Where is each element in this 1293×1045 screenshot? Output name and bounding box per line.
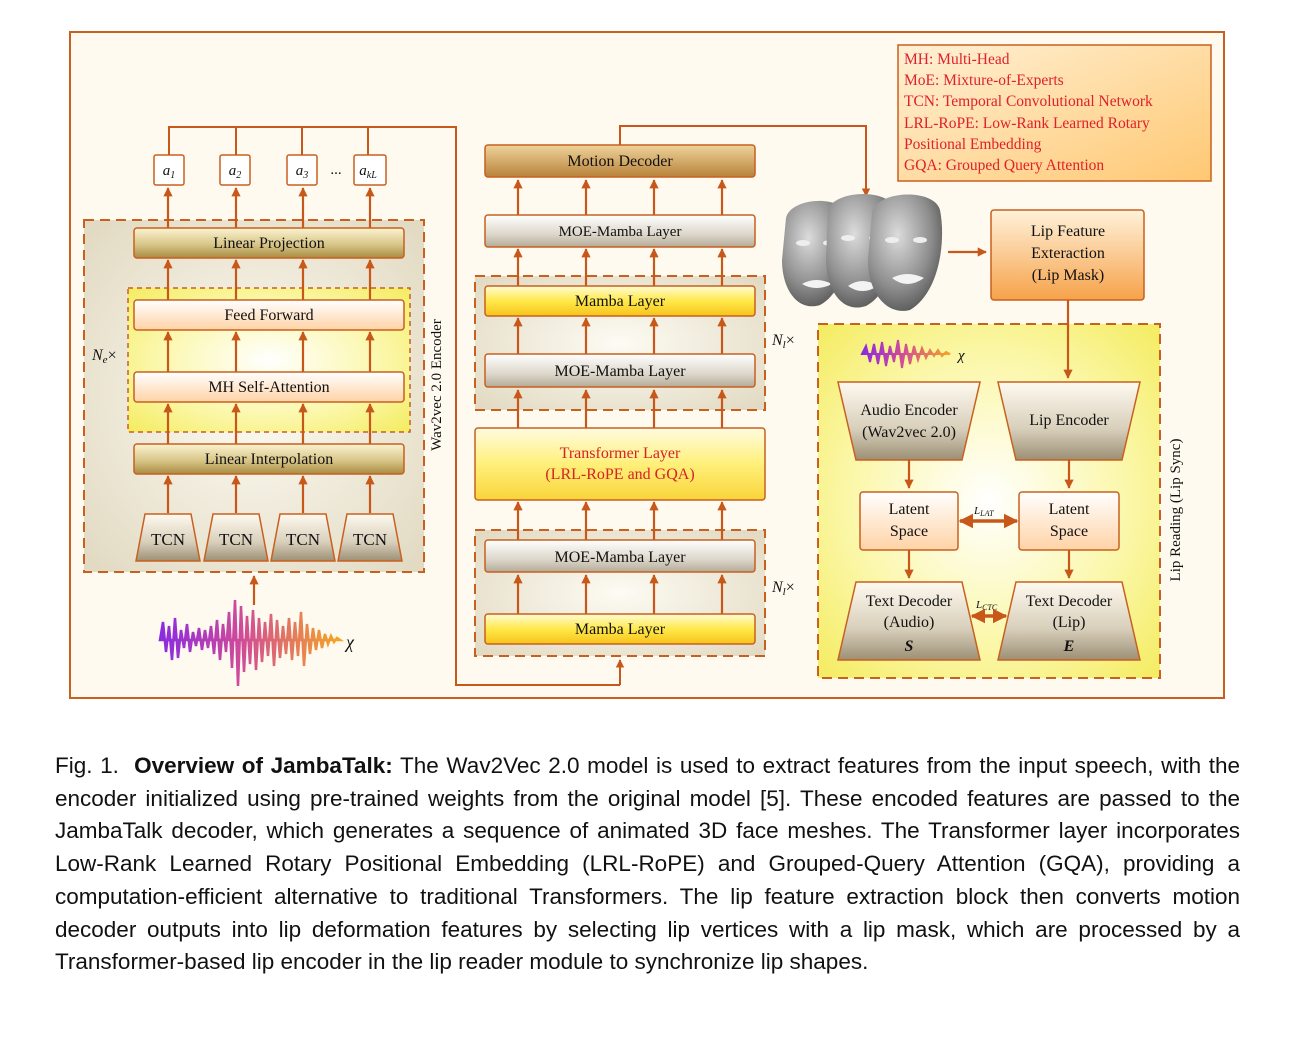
- decoder-repeat-upper: Nl×: [771, 332, 795, 351]
- text-decoder-lip: [997, 581, 1141, 661]
- tcn-row: TCN TCN TCN TCN: [135, 513, 403, 562]
- latent-space-audio: [859, 491, 959, 551]
- wav2vec-encoder: Linear Projection Feed Forward MH Self-A…: [83, 154, 445, 687]
- output-token: a3: [296, 163, 309, 181]
- figure-caption: Fig. 1. Overview of JambaTalk: The Wav2V…: [55, 750, 1240, 979]
- text-decoder-lip-line1: Text Decoder: [1026, 593, 1113, 610]
- legend-item: LRL-RoPE: Low-Rank Learned Rotary: [904, 115, 1150, 132]
- moe-mamba-top-block: [484, 214, 756, 248]
- caption-prefix: Fig. 1.: [55, 753, 119, 778]
- mamba-lower-block: [484, 613, 756, 645]
- lip-input-waveform: χ: [860, 339, 965, 369]
- waveform-shape: [158, 599, 345, 687]
- text-decoder-audio: [837, 581, 981, 661]
- moe-mamba-top-label: MOE-Mamba Layer: [559, 224, 682, 240]
- lip-reading-side-label: Lip Reading (Lip Sync): [1168, 439, 1184, 582]
- linear-projection-block: [133, 227, 405, 259]
- output-token: a2: [229, 163, 242, 181]
- waveform-symbol: χ: [956, 348, 965, 364]
- tcn-block: [337, 513, 403, 562]
- transformer-label-line1: Transformer Layer: [560, 445, 681, 462]
- feed-forward-block: [133, 299, 405, 331]
- encoder-input-waveform: χ: [158, 599, 355, 687]
- face-mesh: [868, 194, 943, 311]
- legend-item: MoE: Mixture-of-Experts: [904, 72, 1064, 89]
- latent-lip-line2: Space: [1050, 523, 1088, 540]
- legend-item: MH: Multi-Head: [904, 51, 1010, 68]
- latent-space-lip: [1018, 491, 1120, 551]
- tcn-block: [203, 513, 269, 562]
- text-decoder-lip-line2: (Lip): [1053, 614, 1086, 631]
- output-ellipsis: ...: [330, 162, 341, 178]
- linear-interpolation-label: Linear Interpolation: [205, 451, 333, 468]
- text-decoder-audio-line2: (Audio): [884, 614, 935, 631]
- caption-body: The Wav2Vec 2.0 model is used to extract…: [55, 753, 1240, 975]
- face-meshes: [782, 193, 943, 311]
- linear-interpolation-block: [133, 443, 405, 475]
- self-attention-block: [133, 371, 405, 403]
- output-token: akL: [359, 163, 377, 181]
- moe-mamba-lower-block: [484, 539, 756, 573]
- text-decoder-lip-output: E: [1063, 638, 1075, 655]
- legend-item: TCN: Temporal Convolutional Network: [904, 93, 1153, 110]
- decoder-face-connector: [619, 125, 871, 197]
- lip-feature-label-line2: Exteraction: [1031, 245, 1105, 262]
- encoder-outputs: a1 a2 a3 ... akL: [153, 154, 387, 186]
- ctc-loss-label: LCTC: [975, 599, 998, 612]
- transformer-label-line2: (LRL-RoPE and GQA): [545, 466, 694, 483]
- tcn-label: TCN: [286, 530, 320, 549]
- motion-decoder-label: Motion Decoder: [567, 153, 673, 170]
- encoder-decoder-connector: [168, 126, 625, 686]
- decoder-repeat-lower: Nl×: [771, 579, 795, 598]
- lip-feature-label-line3: (Lip Mask): [1032, 267, 1104, 284]
- waveform-shape: [860, 339, 951, 369]
- linear-projection-label: Linear Projection: [213, 235, 325, 252]
- lip-encoder-block: [997, 381, 1141, 461]
- latent-audio-line2: Space: [890, 523, 928, 540]
- caption-title: Overview of JambaTalk:: [134, 753, 393, 778]
- encoder-repeat-label: Ne×: [91, 347, 117, 366]
- tcn-label: TCN: [353, 530, 387, 549]
- jamba-decoder: Motion Decoder MOE-Mamba Layer Mamba Lay…: [474, 144, 795, 657]
- encoder-side-label: Wav2vec 2.0 Encoder: [429, 319, 445, 451]
- moe-mamba-upper-block: [484, 353, 756, 388]
- self-attention-label: MH Self-Attention: [208, 379, 329, 396]
- tcn-block: [270, 513, 336, 562]
- latent-lip-line1: Latent: [1049, 501, 1090, 518]
- tcn-block: [135, 513, 201, 562]
- tcn-label: TCN: [219, 530, 253, 549]
- audio-encoder-block: [837, 381, 981, 461]
- legend-item: Positional Embedding: [904, 136, 1042, 153]
- lip-feature-label-line1: Lip Feature: [1031, 223, 1105, 240]
- text-decoder-audio-output: S: [905, 638, 914, 655]
- output-token-box: [353, 154, 387, 186]
- text-decoder-audio-line1: Text Decoder: [866, 593, 953, 610]
- output-token: a1: [163, 163, 176, 181]
- lip-reading-module: Lip Feature Exteraction (Lip Mask) χ Aud…: [817, 209, 1184, 679]
- latent-audio-line1: Latent: [889, 501, 930, 518]
- legend-background: [897, 44, 1212, 182]
- legend-box: MH: Multi-Head MoE: Mixture-of-Experts T…: [897, 44, 1212, 182]
- waveform-symbol: χ: [344, 632, 355, 652]
- mamba-upper-label: Mamba Layer: [575, 293, 666, 310]
- architecture-figure: Linear Projection Feed Forward MH Self-A…: [69, 31, 1225, 699]
- transformer-block: [474, 427, 766, 501]
- lip-encoder-label: Lip Encoder: [1029, 412, 1109, 429]
- tcn-label: TCN: [151, 530, 185, 549]
- moe-mamba-upper-label: MOE-Mamba Layer: [554, 363, 686, 380]
- audio-encoder-label-line1: Audio Encoder: [860, 402, 958, 419]
- legend-item: GQA: Grouped Query Attention: [904, 157, 1104, 174]
- mamba-lower-label: Mamba Layer: [575, 621, 666, 638]
- moe-mamba-lower-label: MOE-Mamba Layer: [554, 549, 686, 566]
- lat-loss-label: LLAT: [973, 505, 994, 518]
- feed-forward-label: Feed Forward: [224, 307, 313, 324]
- audio-encoder-label-line2: (Wav2vec 2.0): [862, 424, 956, 441]
- mamba-upper-block: [484, 285, 756, 317]
